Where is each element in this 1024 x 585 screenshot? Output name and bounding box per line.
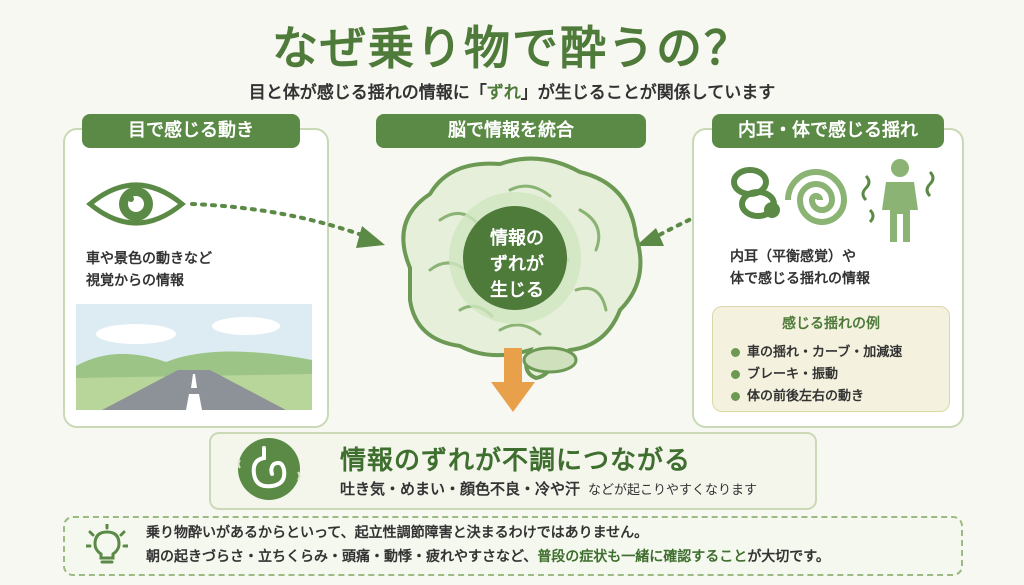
right-description: 内耳（平衡感覚）や 体で感じる揺れの情報 — [730, 246, 870, 290]
bullet-icon — [731, 392, 740, 401]
example-item: 体の前後左右の動き — [731, 385, 864, 404]
example-text: ブレーキ・振動 — [747, 367, 839, 382]
brain-line-3: 生じる — [490, 280, 544, 301]
examples-box: 感じる揺れの例 車の揺れ・カーブ・加減速 ブレーキ・振動 体の前後左右の動き — [712, 306, 950, 412]
example-text: 車の揺れ・カーブ・加減速 — [747, 345, 903, 360]
lightbulb-icon — [86, 524, 128, 564]
symptoms-text: 吐き気・めまい・顔色不良・冷や汗 — [340, 480, 581, 498]
brain-label: 情報の ずれが 生じる — [462, 226, 572, 304]
right-line-2: 体で感じる揺れの情報 — [730, 271, 870, 287]
result-symptoms: 吐き気・めまい・顔色不良・冷や汗などが起こりやすくなります — [340, 478, 757, 499]
symptoms-suffix: などが起こりやすくなります — [588, 483, 758, 498]
bullet-icon — [731, 370, 740, 379]
note-line-1: 乗り物酔いがあるからといって、起立性調節障害と決まるわけではありません。 — [146, 525, 649, 541]
subtitle-pre: 目と体が感じる揺れの情報に「 — [248, 83, 487, 103]
bullet-icon — [731, 348, 740, 357]
right-label: 内耳・体で感じる揺れ — [712, 114, 944, 148]
road-landscape-image — [76, 304, 312, 410]
note-line-2: 朝の起きづらさ・立ちくらみ・頭痛・動悸・疲れやすさなど、普段の症状も一緒に確認す… — [146, 546, 830, 566]
note-line-2-pre: 朝の起きづらさ・立ちくらみ・頭痛・動悸・疲れやすさなど、 — [146, 549, 538, 565]
page-subtitle: 目と体が感じる揺れの情報に「ずれ」が生じることが関係しています — [0, 78, 1024, 103]
left-description: 車や景色の動きなど 視覚からの情報 — [86, 248, 212, 292]
arrow-down-icon — [491, 348, 535, 412]
right-line-1: 内耳（平衡感覚）や — [730, 249, 856, 265]
brain-line-2: ずれが — [490, 254, 544, 275]
result-title: 情報のずれが不調につながる — [340, 446, 692, 476]
left-label: 目で感じる動き — [82, 114, 300, 148]
example-item: 車の揺れ・カーブ・加減速 — [731, 341, 902, 360]
example-item: ブレーキ・振動 — [731, 363, 838, 382]
ear-icon — [731, 167, 848, 225]
note-box — [63, 516, 963, 576]
left-arrow — [190, 202, 385, 248]
result-box — [209, 432, 817, 510]
person-icon — [861, 159, 935, 242]
example-text: 体の前後左右の動き — [747, 389, 865, 404]
left-line-2: 視覚からの情報 — [86, 273, 184, 289]
note-line-2-emphasis: 普段の症状も一緒に確認すること — [537, 549, 748, 565]
page-title: なぜ乗り物で酔うの？ — [272, 21, 752, 75]
subtitle-emphasis: ずれ — [486, 83, 521, 103]
note-line-2-post: が大切です。 — [747, 549, 830, 565]
brain-line-1: 情報の — [490, 228, 544, 249]
left-line-1: 車や景色の動きなど — [86, 251, 212, 267]
subtitle-post: 」が生じることが関係しています — [520, 83, 776, 103]
stomach-icon — [237, 438, 301, 500]
examples-title: 感じる揺れの例 — [782, 316, 880, 332]
brain-icon — [401, 156, 643, 380]
eye-icon — [86, 182, 186, 226]
center-label: 脳で情報を統合 — [376, 114, 646, 148]
